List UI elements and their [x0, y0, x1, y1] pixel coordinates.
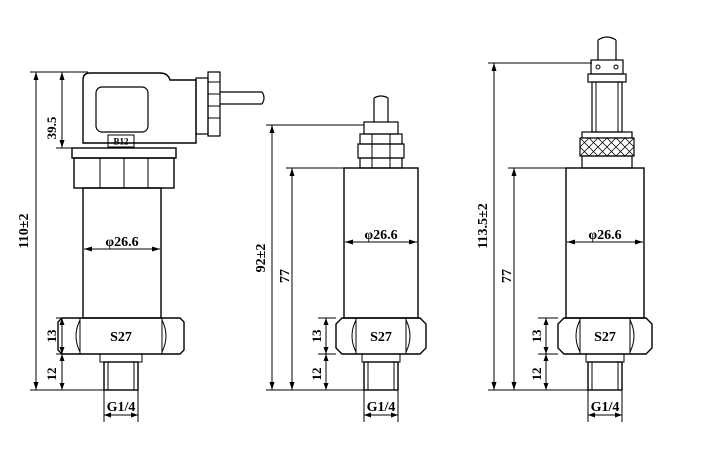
body-diameter-dim: φ26.6 [588, 228, 621, 243]
hex-nut [57, 317, 185, 355]
sensor-body [565, 167, 645, 319]
total-length-dim: 92±2 [254, 244, 269, 273]
cable [220, 91, 265, 105]
thread-height-dim: 12 [529, 368, 544, 381]
thread-label: G1/4 [367, 400, 396, 415]
thread-label: G1/4 [591, 400, 620, 415]
cable [373, 95, 389, 122]
hex-size-label: S27 [110, 330, 132, 345]
thread [363, 361, 399, 391]
strain-relief [195, 77, 209, 135]
view-din-connector: B12 110±2 39.5 13 12 [17, 71, 265, 422]
body-diameter-dim: φ26.6 [105, 235, 138, 250]
connector-label-box [107, 134, 135, 148]
sensor-body [343, 167, 419, 319]
view-cable-gland: 92±2 77 13 12 φ26.6 S27 G1/4 [254, 95, 427, 422]
thread [103, 361, 139, 391]
hex-size-label: S27 [594, 330, 616, 345]
din-connector-window [95, 86, 149, 133]
hex-nut [557, 317, 653, 355]
total-length-dim: 113.5±2 [476, 203, 491, 248]
gland-cap [363, 121, 399, 135]
cable [597, 36, 617, 60]
thread-height-dim: 12 [44, 368, 59, 381]
hex-height-dim: 13 [44, 329, 59, 343]
thread-label: G1/4 [107, 400, 136, 415]
din-connector-housing [82, 72, 197, 144]
body-length-dim: 77 [278, 269, 293, 283]
hex-height-dim: 13 [309, 329, 324, 343]
hex-size-label: S27 [370, 330, 392, 345]
body-length-dim: 77 [500, 269, 515, 283]
hex-height-dim: 13 [529, 329, 544, 343]
flange-top [71, 147, 177, 159]
connector-label: B12 [113, 137, 129, 147]
total-length-dim: 110±2 [17, 214, 32, 249]
body-diameter-dim: φ26.6 [364, 228, 397, 243]
thread [587, 361, 623, 391]
sensor-body [82, 187, 162, 319]
view-aviation-plug: 113.5±2 77 13 12 φ26.6 S27 G1/4 [476, 36, 653, 422]
thread-height-dim: 12 [309, 368, 324, 381]
hex-nut [335, 317, 427, 355]
connector-height-dim: 39.5 [44, 116, 59, 139]
